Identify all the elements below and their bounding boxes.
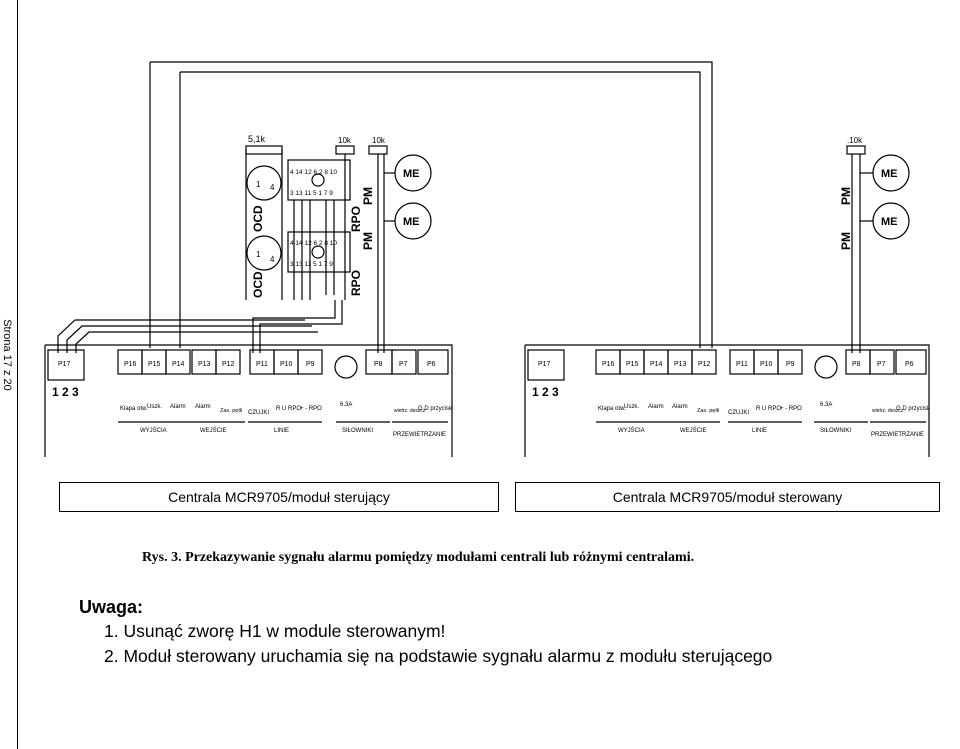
pm-label-right-top: PM bbox=[839, 187, 853, 205]
terminal-p11-right: P11 bbox=[736, 361, 748, 368]
label-przewietrzanie-right: PRZEWIETRZANIE bbox=[871, 432, 924, 438]
label-rpo1-left: R U RPO bbox=[276, 406, 301, 412]
terminal-p6-left: P6 bbox=[427, 361, 436, 368]
note-item-1: 1. Usunąć zworę H1 w module sterowanym! bbox=[104, 621, 446, 641]
terminal-p14-left: P14 bbox=[172, 361, 185, 368]
label-linie-left: LINIE bbox=[274, 428, 289, 434]
label-przewietrzanie-left: PRZEWIETRZANIE bbox=[393, 432, 446, 438]
motor-label-1: ME bbox=[403, 168, 420, 180]
label-uszk-left: Uszk. bbox=[147, 404, 162, 410]
terminal-p11-left: P11 bbox=[256, 361, 268, 368]
terminal-p8-right: P8 bbox=[852, 361, 861, 368]
terminal-p15-right: P15 bbox=[626, 361, 639, 368]
motor-label-4: ME bbox=[881, 216, 898, 228]
label-rpo1-right: R U RPO bbox=[756, 406, 781, 412]
relay-bottom-pins-1: 3 13 11 5 1 7 9 bbox=[290, 190, 333, 197]
label-klapa-left: Klapa otw. bbox=[120, 406, 148, 412]
note-item-2: 2. Moduł sterowany uruchamia się na pods… bbox=[104, 646, 773, 666]
resistor-label-10k-a: 10k bbox=[338, 136, 352, 145]
label-klapa-right: Klapa otw. bbox=[598, 406, 626, 412]
terminal-p6-right: P6 bbox=[905, 361, 914, 368]
motor-label-2: ME bbox=[403, 216, 420, 228]
detector-pin-4a: 4 bbox=[270, 183, 275, 192]
label-wyjscia-left: WYJŚCIA bbox=[140, 426, 167, 434]
pm-label-left-bottom: PM bbox=[361, 232, 375, 250]
label-fuse-right: 6.3A bbox=[820, 402, 832, 408]
ocd-label-bottom: OCD bbox=[251, 271, 265, 298]
terminal-p12-left: P12 bbox=[222, 361, 235, 368]
label-przycisk-left: G D przycisk bbox=[418, 406, 453, 412]
resistor-label-51k: 5,1k bbox=[248, 134, 266, 144]
label-alarm2-right: Alarm bbox=[672, 404, 688, 410]
left-module-label: Centrala MCR9705/moduł sterujący bbox=[168, 489, 390, 505]
terminal-p7-right: P7 bbox=[877, 361, 886, 368]
terminal-p14-right: P14 bbox=[650, 361, 663, 368]
terminal-p10-right: P10 bbox=[760, 361, 773, 368]
resistor-label-10k-b: 10k bbox=[372, 136, 386, 145]
terminal-p8-left: P8 bbox=[374, 361, 383, 368]
motor-label-3: ME bbox=[881, 168, 898, 180]
terminal-p13-left: P13 bbox=[198, 361, 211, 368]
wiring-diagram: 5,1k 10k 10k .10k 1 4 1 4 OCD OCD 4 14 1… bbox=[44, 61, 931, 457]
detector-pin-1a: 1 bbox=[256, 180, 261, 189]
terminal-p16-left: P16 bbox=[124, 361, 137, 368]
rpo-label-top: RPO bbox=[349, 206, 363, 232]
terminal-p9-left: P9 bbox=[306, 361, 315, 368]
terminal-p16-right: P16 bbox=[602, 361, 615, 368]
left-module-label-box: Centrala MCR9705/moduł sterujący bbox=[59, 482, 499, 512]
label-wietrz-right: wietrz. deszcz bbox=[872, 408, 904, 414]
rpo-label-bottom: RPO bbox=[349, 270, 363, 296]
page-margin-line bbox=[17, 0, 18, 749]
terminal-p12-right: P12 bbox=[698, 361, 711, 368]
p17-pins-right: 1 2 3 bbox=[532, 385, 559, 399]
terminal-p9-right: P9 bbox=[786, 361, 795, 368]
label-alarm2-left: Alarm bbox=[195, 404, 211, 410]
relay-bottom-pins-2: 3 13 11 5 1 7 9 bbox=[290, 261, 333, 268]
relay-top-pins-2: 4 14 12 6 2 8 10 bbox=[290, 240, 337, 247]
label-silowniki-right: SIŁOWNIKI bbox=[820, 428, 851, 434]
label-wejscie-right: WEJŚCIE bbox=[680, 426, 707, 434]
right-module-label-box: Centrala MCR9705/moduł sterowany bbox=[515, 482, 940, 512]
terminal-p7-left: P7 bbox=[399, 361, 408, 368]
terminal-p15-left: P15 bbox=[148, 361, 161, 368]
detector-pin-1b: 1 bbox=[256, 250, 261, 259]
terminal-p13-right: P13 bbox=[674, 361, 687, 368]
label-zaspetli-right: Zas. pętli bbox=[697, 408, 719, 414]
label-alarm1-left: Alarm bbox=[170, 404, 186, 410]
label-linie-right: LINIE bbox=[752, 428, 767, 434]
relay-top-pins-1: 4 14 12 6 2 8 10 bbox=[290, 169, 337, 176]
figure-caption: Rys. 3. Przekazywanie sygnału alarmu pom… bbox=[142, 550, 695, 565]
label-uszk-right: Uszk. bbox=[624, 404, 639, 410]
p17-pins-left: 1 2 3 bbox=[52, 385, 79, 399]
terminal-p17-left: P17 bbox=[58, 361, 71, 368]
label-rpo2-left: + - RPO bbox=[300, 406, 322, 412]
label-wejscie-left: WEJŚCIE bbox=[200, 426, 227, 434]
label-silowniki-left: SIŁOWNIKI bbox=[342, 428, 373, 434]
label-wyjscia-right: WYJŚCIA bbox=[618, 426, 645, 434]
label-zaspetli-left: Zas. pętli bbox=[220, 408, 242, 414]
ocd-label-top: OCD bbox=[251, 205, 265, 232]
terminal-p17-right: P17 bbox=[538, 361, 551, 368]
label-czujki-left: CZUJKI bbox=[248, 410, 269, 416]
label-rpo2-right: + - RPO bbox=[780, 406, 802, 412]
note-title: Uwaga: bbox=[79, 597, 144, 617]
right-module-label: Centrala MCR9705/moduł sterowany bbox=[612, 489, 843, 505]
pm-label-left-top: PM bbox=[361, 187, 375, 205]
label-alarm1-right: Alarm bbox=[648, 404, 664, 410]
terminal-p10-left: P10 bbox=[280, 361, 293, 368]
label-czujki-right: CZUJKI bbox=[728, 410, 749, 416]
pm-label-right-bottom: PM bbox=[839, 232, 853, 250]
detector-pin-4b: 4 bbox=[270, 255, 275, 264]
label-fuse-left: 6.3A bbox=[340, 402, 352, 408]
label-przycisk-right: G D przycisk bbox=[896, 406, 931, 412]
label-wietrz-left: wietrz. deszcz bbox=[394, 408, 426, 414]
resistor-label-10k-c: .10k bbox=[847, 136, 863, 145]
